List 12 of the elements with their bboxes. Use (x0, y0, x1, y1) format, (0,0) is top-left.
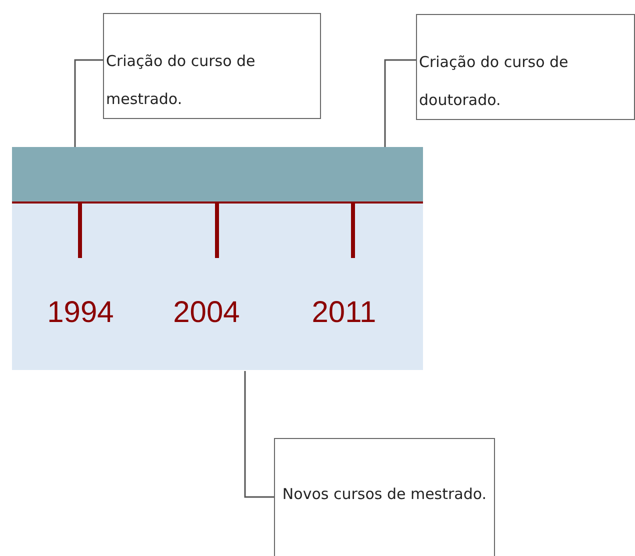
callout-box (416, 14, 635, 120)
callout-text: Criação do curso de doutorado. (419, 52, 570, 111)
leader-line (384, 59, 416, 147)
year-label: 1994 (46, 296, 115, 330)
leader-line (74, 59, 103, 147)
leader-line (244, 371, 274, 498)
year-label: 2004 (172, 296, 241, 330)
callout-text: Novos cursos de mestrado. (282, 484, 487, 505)
year-label: 2011 (310, 296, 378, 330)
callout-box (274, 438, 495, 556)
callout-text: Criação do curso de mestrado. (106, 51, 256, 110)
callout-box (103, 13, 321, 119)
